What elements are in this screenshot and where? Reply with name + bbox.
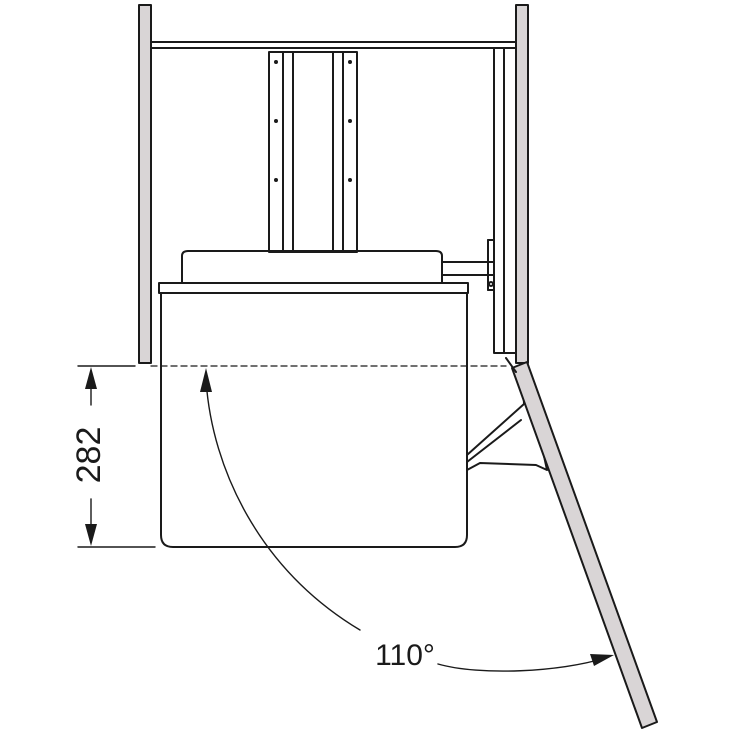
basket-body [160, 292, 468, 548]
opening-angle-label: 110° [375, 639, 435, 672]
height-dimension-label: 282 [70, 427, 108, 484]
basket-top-rim [181, 250, 443, 284]
lift-mechanism-screws [274, 60, 352, 182]
cabinet-left-side-panel [138, 4, 152, 364]
door-support-linkage-rod [466, 419, 522, 463]
door-flap-hinge [505, 357, 517, 373]
opening-angle-arrowhead-door [590, 654, 614, 666]
opening-angle-arc-upper [205, 379, 361, 631]
height-dimension-arrowheads [85, 367, 97, 546]
door-hinge-bracket [487, 47, 517, 354]
lift-mechanism-column [268, 51, 358, 253]
door-flap [511, 361, 658, 729]
opening-angle-arc-lower [437, 657, 606, 672]
cabinet-right-side-panel [515, 4, 529, 364]
opening-angle-arrowhead-top [200, 368, 212, 392]
cabinet-top-rail [150, 41, 517, 49]
basket-connector-arm [441, 261, 495, 276]
basket-lid [158, 282, 469, 294]
